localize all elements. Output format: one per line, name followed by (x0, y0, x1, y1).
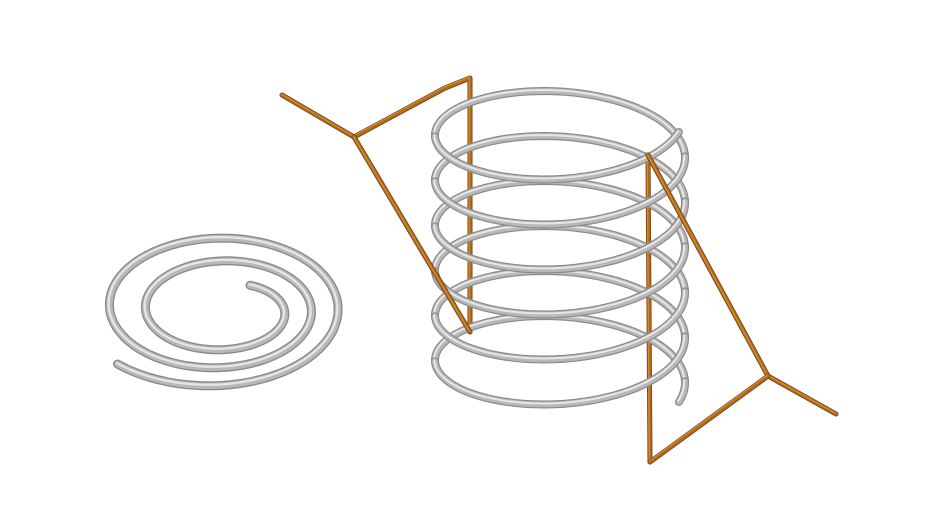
lead-wire-front-segments (351, 134, 839, 465)
lead-wire-left-diagonal (351, 134, 473, 335)
helix-front-turn (431, 242, 689, 319)
helix-front-turn (674, 377, 689, 406)
lead-wire-left-inner (279, 75, 473, 335)
helix-front-turn (431, 152, 689, 229)
helix-front-turn (431, 197, 689, 274)
flat-coil-tube (104, 233, 343, 391)
helical-coil (431, 87, 689, 409)
flat-spiral-coil (104, 233, 343, 391)
lead-wire-bottom-return (647, 373, 771, 465)
helix-front-turn (431, 287, 689, 364)
helix-front-turn (431, 332, 689, 409)
lead-wire-back-segments (279, 75, 653, 465)
helix-back-turn (431, 87, 689, 161)
lead-wire-right-diagonal (645, 152, 839, 417)
